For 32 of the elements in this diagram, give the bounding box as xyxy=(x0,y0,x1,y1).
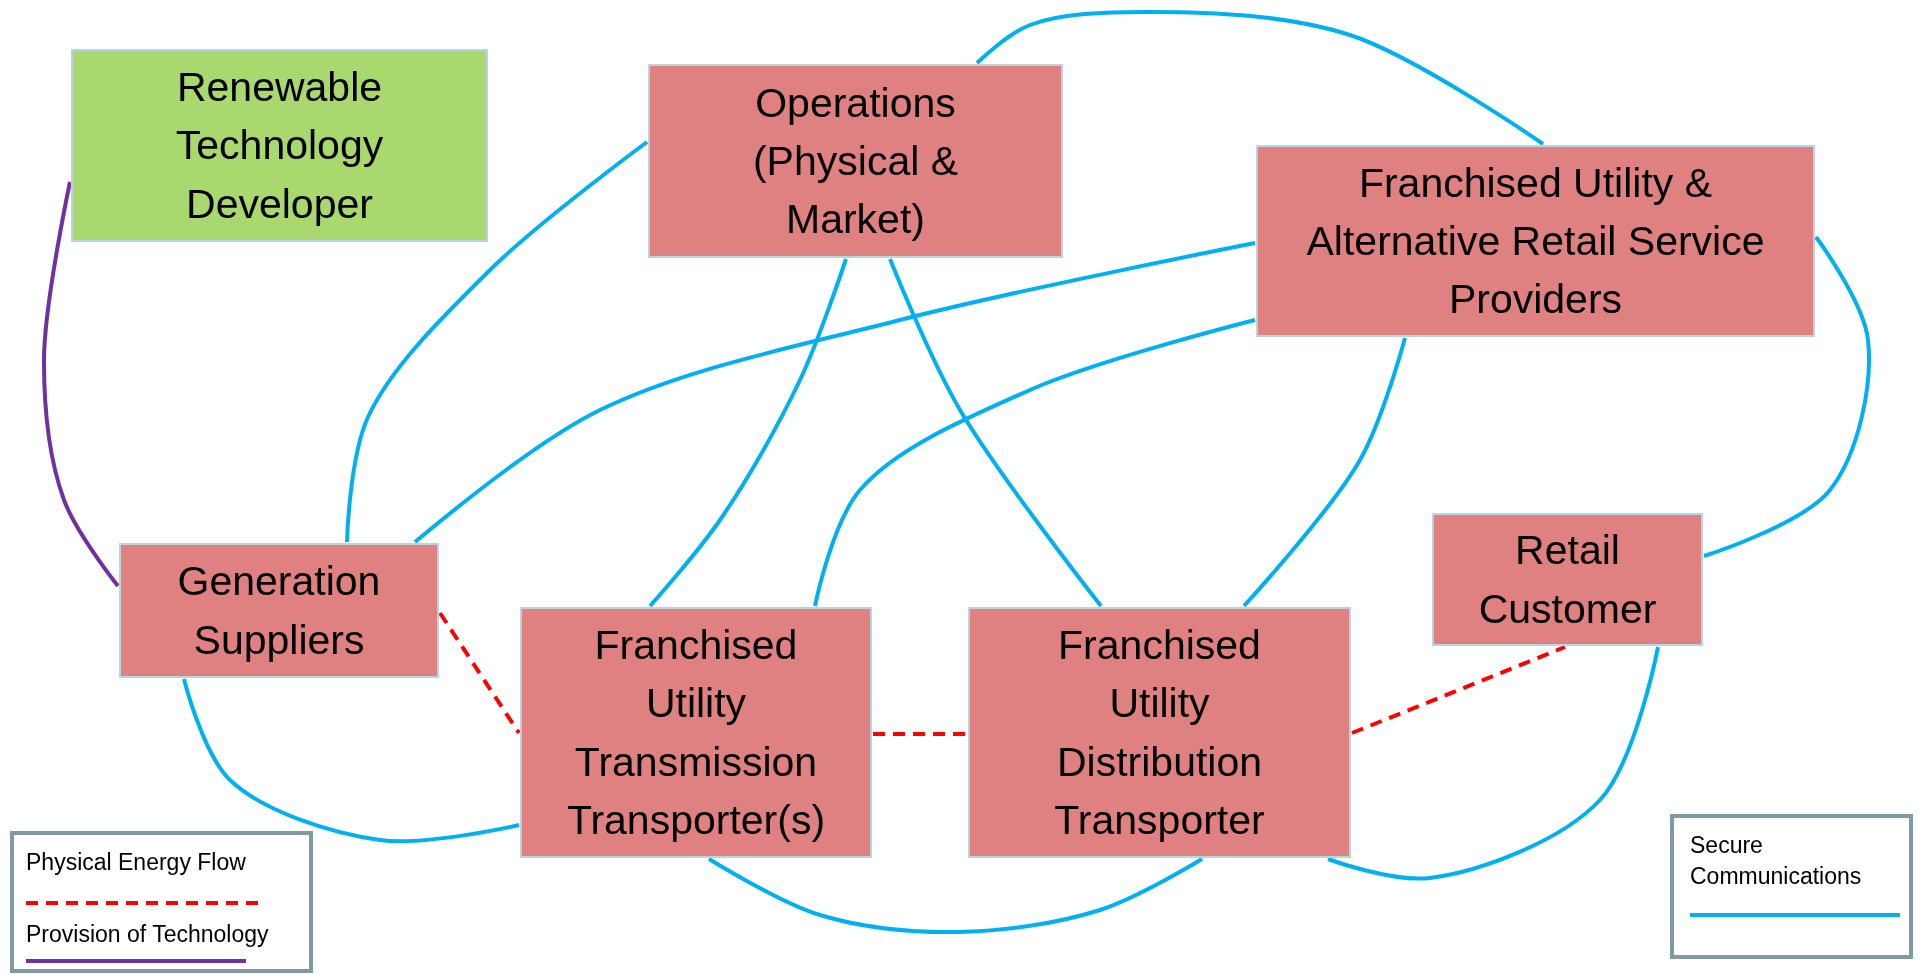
connector-line xyxy=(975,10,1545,146)
connector-line xyxy=(813,318,1256,607)
legend-label: Provision of Technology xyxy=(26,920,270,949)
dashed-line xyxy=(873,732,967,736)
connector-line xyxy=(413,241,1256,544)
dashed-line xyxy=(1351,645,1566,735)
connector-line xyxy=(42,181,120,588)
node-label: Generation Suppliers xyxy=(176,557,382,665)
process-box xyxy=(119,543,439,678)
dashed-line xyxy=(438,611,521,735)
process-box xyxy=(648,64,1063,258)
process-box xyxy=(71,49,488,242)
legend-label: Physical Energy Flow xyxy=(26,848,247,877)
connector-line xyxy=(1327,646,1660,881)
connector-line xyxy=(648,258,848,608)
connector-line xyxy=(707,857,1204,935)
node-label: Franchised Utility & Alternative Retail Service Providers xyxy=(1305,158,1766,325)
connector-line xyxy=(345,140,649,543)
process-box xyxy=(1432,513,1703,646)
process-box xyxy=(1256,145,1815,337)
node-label: Franchised Utility Transmission Transporter(s) xyxy=(565,621,827,845)
connector-line xyxy=(1703,235,1871,558)
process-box xyxy=(968,607,1351,858)
connector-line xyxy=(1242,337,1407,608)
node-label: Franchised Utility Distribution Transporter xyxy=(1053,621,1266,845)
connector-line xyxy=(182,678,520,844)
connector-line xyxy=(888,258,1103,608)
node-label: Operations (Physical & Market) xyxy=(751,78,960,245)
node-label: Retail Customer xyxy=(1477,526,1658,634)
process-box xyxy=(520,607,872,858)
node-label: Renewable Technology Developer xyxy=(174,63,385,229)
legend-label: Secure Communications xyxy=(1690,831,1863,892)
